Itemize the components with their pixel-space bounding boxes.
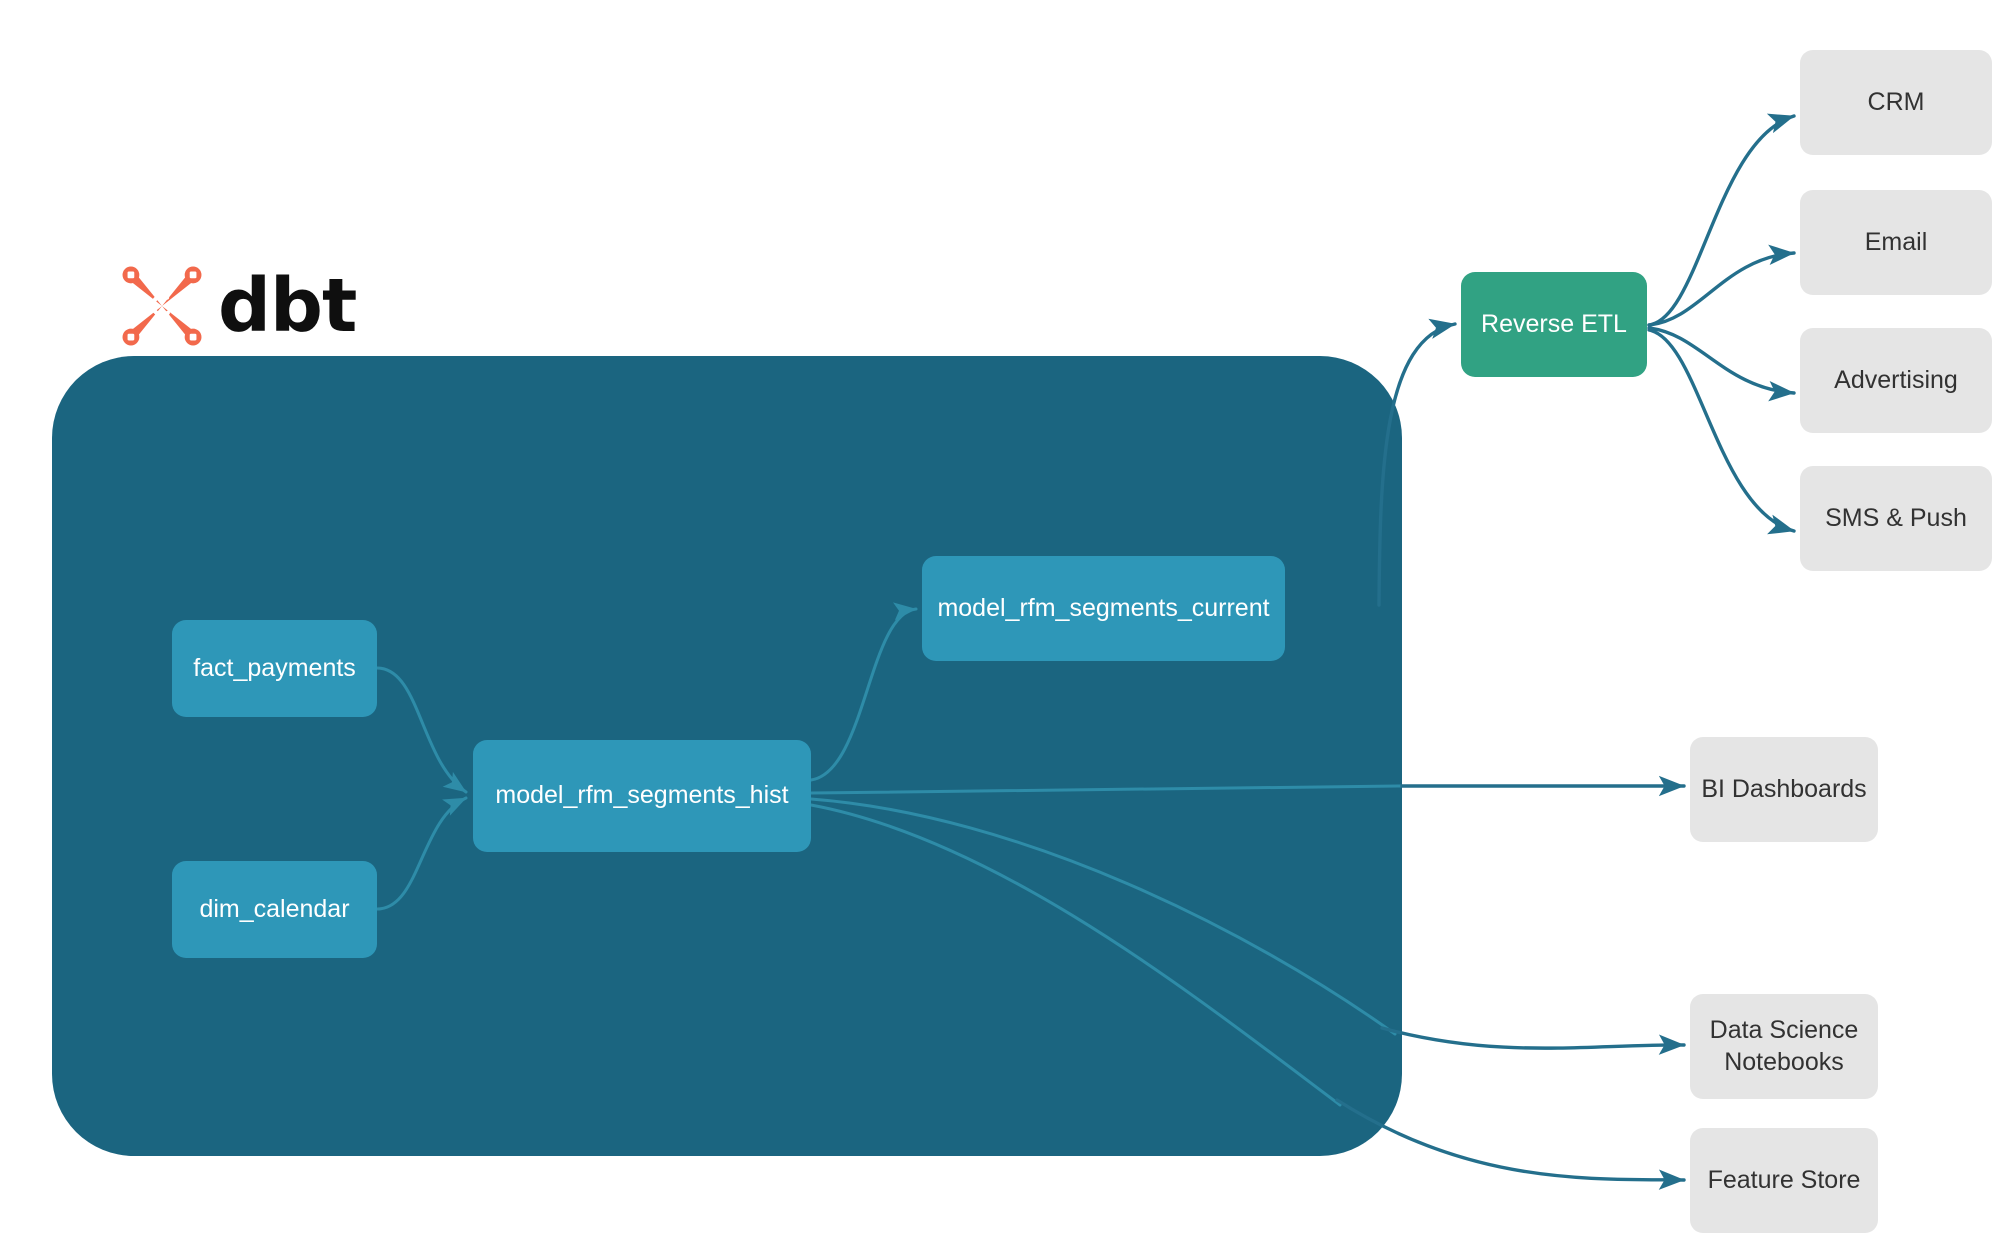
node-label: dim_calendar bbox=[199, 894, 350, 923]
edge-reverse-etl-to-sms-push bbox=[1647, 328, 1796, 535]
node-label: SMS & Push bbox=[1825, 503, 1967, 532]
node-sms-push[interactable]: SMS & Push bbox=[1800, 466, 1992, 571]
node-bi-dashboards[interactable]: BI Dashboards bbox=[1690, 737, 1878, 842]
node-data-science-notebooks[interactable]: Data Science Notebooks bbox=[1690, 994, 1878, 1099]
edge-hist-to-ds-inner bbox=[809, 797, 1397, 1036]
edge-reverse-etl-to-email bbox=[1647, 244, 1796, 327]
edge-reverse-etl-to-advertising bbox=[1647, 326, 1796, 402]
edge-fact-payments-to-hist bbox=[375, 666, 468, 794]
node-label: Email bbox=[1864, 227, 1928, 256]
edge-hist-to-current bbox=[809, 602, 918, 782]
edge-hist-to-fs-inner bbox=[809, 803, 1342, 1107]
node-email[interactable]: Email bbox=[1800, 190, 1992, 295]
edge-hist-to-bi-inner bbox=[809, 784, 1404, 795]
node-label: model_rfm_segments_current bbox=[937, 593, 1270, 622]
node-label: BI Dashboards bbox=[1701, 774, 1867, 803]
node-label: Data Science Notebooks bbox=[1710, 1015, 1859, 1078]
dbt-wordmark: dbt bbox=[218, 263, 357, 349]
node-label: CRM bbox=[1867, 87, 1925, 116]
edge-dim-calendar-to-hist bbox=[375, 796, 468, 911]
node-crm[interactable]: CRM bbox=[1800, 50, 1992, 155]
node-reverse-etl[interactable]: Reverse ETL bbox=[1461, 272, 1647, 377]
node-label: fact_payments bbox=[193, 653, 356, 682]
node-label-line-2: Notebooks bbox=[1724, 1047, 1844, 1076]
node-label: Advertising bbox=[1834, 365, 1958, 394]
node-advertising[interactable]: Advertising bbox=[1800, 328, 1992, 433]
edge-to-data-science-notebooks bbox=[1380, 1026, 1686, 1055]
edge-to-feature-store bbox=[1335, 1098, 1686, 1190]
edge-reverse-etl-to-crm bbox=[1647, 113, 1796, 327]
dbt-logo: dbt bbox=[120, 258, 357, 354]
node-dim-calendar[interactable]: dim_calendar bbox=[172, 861, 377, 958]
node-feature-store[interactable]: Feature Store bbox=[1690, 1128, 1878, 1233]
node-label: Feature Store bbox=[1707, 1165, 1861, 1194]
node-label: Reverse ETL bbox=[1481, 309, 1627, 338]
node-model-rfm-segments-hist[interactable]: model_rfm_segments_hist bbox=[473, 740, 811, 852]
node-label-line-1: Data Science bbox=[1709, 1016, 1859, 1045]
node-fact-payments[interactable]: fact_payments bbox=[172, 620, 377, 717]
edge-current-to-reverse-etl bbox=[1377, 318, 1457, 607]
dbt-logo-icon bbox=[122, 266, 202, 346]
node-model-rfm-segments-current[interactable]: model_rfm_segments_current bbox=[922, 556, 1285, 661]
node-label: model_rfm_segments_hist bbox=[495, 781, 789, 810]
